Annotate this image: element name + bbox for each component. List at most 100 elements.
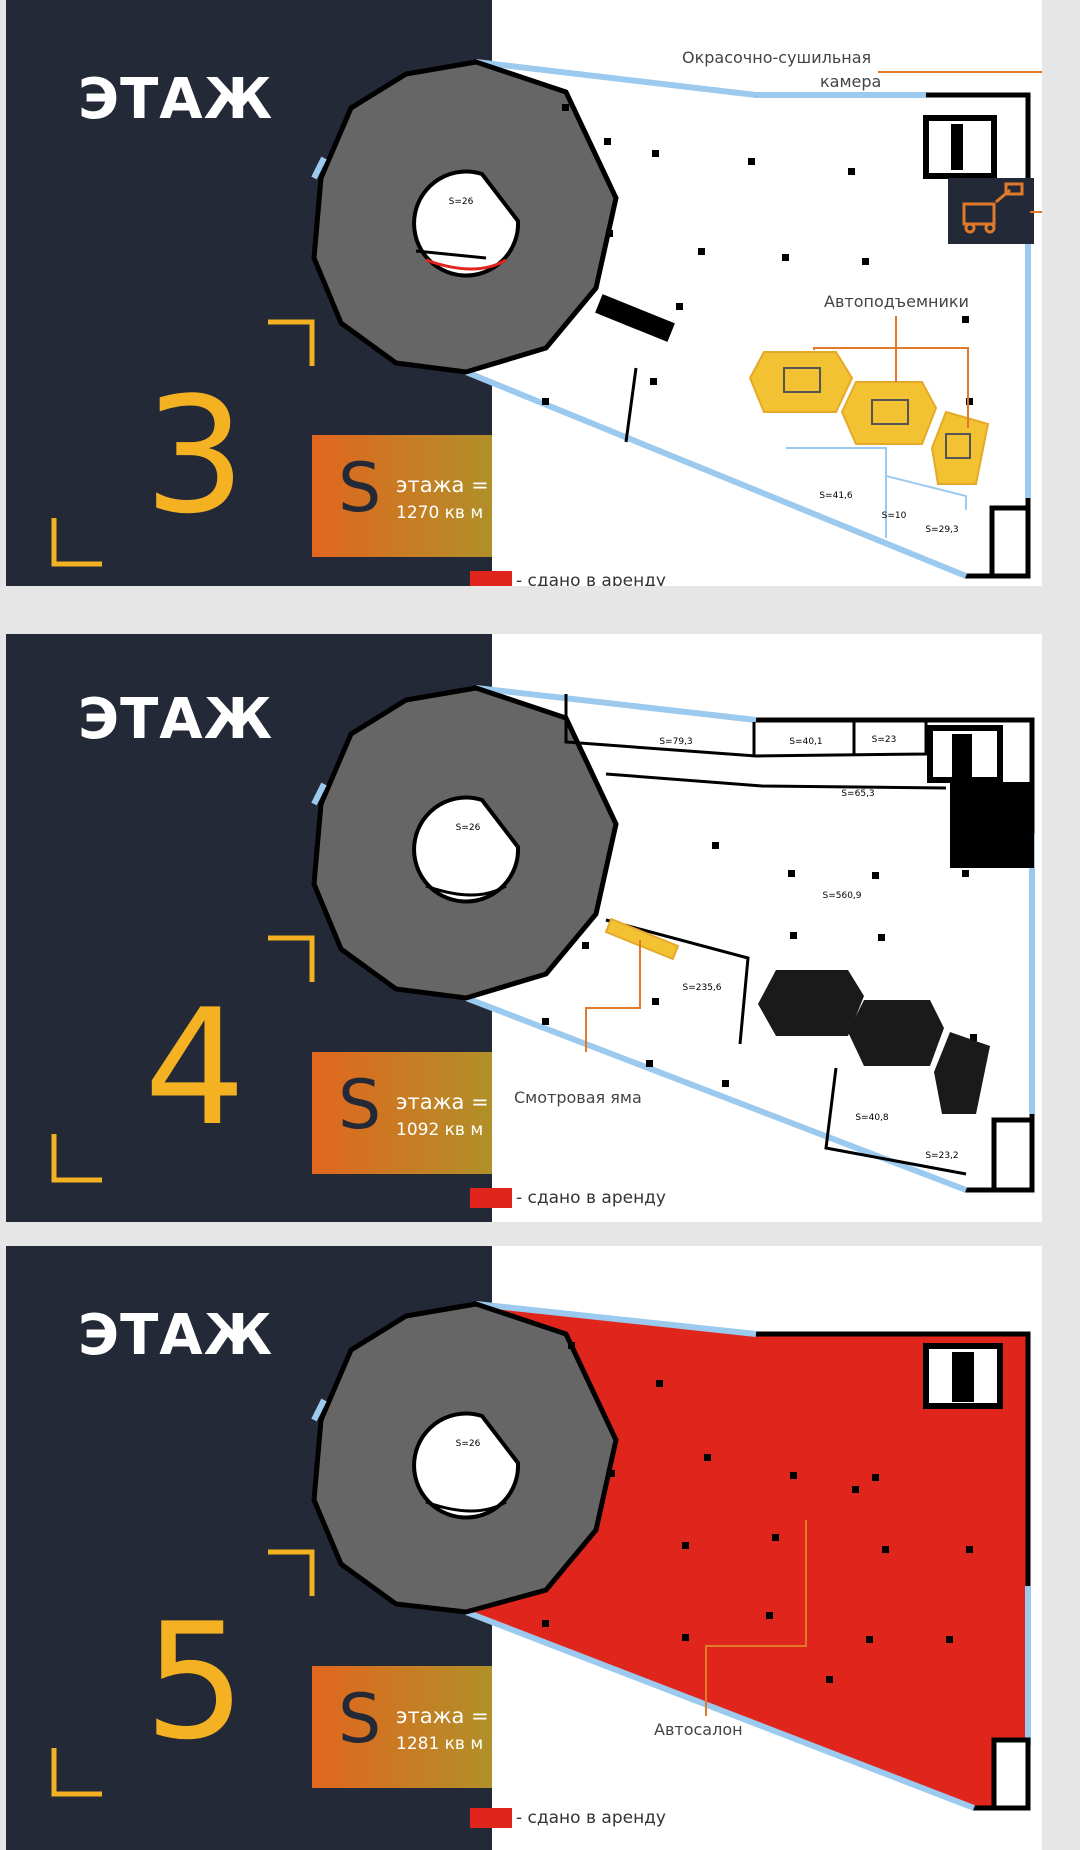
floor-4-glass-top [475,685,757,723]
floor-5-number: 5 [144,1588,246,1775]
floor-5-corner-tr [268,1549,315,1596]
floor-3-area-2: S=10 [882,511,907,521]
floor-3-area-box: S этажа = 1270 кв м [312,435,492,557]
floor-3-callout-line-lifts [813,347,969,428]
floor-5-spiral-core [412,1411,521,1520]
floor-4-panel: S=26 S=79,3 S=40,1 S=23 S=65,3 S=560,9 S… [6,634,1042,1222]
floor-5-panel: S=26 ЭТАЖ 5 S этажа = 1281 кв м - сдано … [6,1246,1042,1850]
floor-3-spiral-glass [311,156,327,180]
floor-5-corner-bl [51,1748,102,1797]
floor-4-legend: - сдано в аренду [470,1188,666,1208]
floor-4-spiral-core [412,795,521,904]
floor-3-legend-text: - сдано в аренду [516,571,666,586]
floor-5-plan: S=26 [51,1301,1031,1811]
floor-3-core-line [415,249,487,260]
floor-3-core-arrow [425,258,507,271]
floor-3-number: 3 [144,362,246,549]
floor-4-area-center: S=26 [456,823,481,833]
floor-3-columns [542,104,973,405]
floor-5-core-arrow [425,1500,507,1513]
floor-4-title: ЭТАЖ [78,687,274,752]
floor-3-legend: - сдано в аренду [470,571,666,586]
floor-4-callout-line-pit [585,940,641,1052]
floor-3-wall [624,367,638,443]
floor-4-area-3: S=23 [872,735,897,745]
floor-4-s-label: этажа = [396,1090,489,1114]
floor-4-plan: S=26 S=79,3 S=40,1 S=23 S=65,3 S=560,9 S… [51,685,1035,1193]
floor-3-corner-bl [51,518,102,567]
floor-3-lift-icons [783,367,971,459]
floor-4-callout-pit: Смотровая яма [514,1088,642,1107]
floor-3-stair [989,505,1031,579]
floor-4-core-arrow [425,884,507,897]
floor-5-glass-top [475,1301,757,1337]
floor-5-s-label: этажа = [396,1704,489,1728]
rented-swatch [470,571,512,586]
floor-3-s-label: этажа = [396,473,489,497]
floor-3-paint-booth-icon [962,182,1024,234]
floor-5-area-center: S=26 [456,1439,481,1449]
floor-5-glass-bottom [464,1609,976,1811]
floor-4-s-value: 1092 кв м [396,1120,484,1140]
floor-4-area-8: S=23,2 [925,1151,958,1161]
floor-4-legend-text: - сдано в аренду [516,1188,666,1208]
floor-4-columns [542,842,977,1087]
floor-4-area-1: S=79,3 [659,737,692,747]
floor-5-s-letter: S [338,1680,382,1759]
floor-3-glass-bottom [464,369,968,579]
floor-3-lift-2 [840,381,938,445]
floor-3-callout-line-booth [878,71,1042,213]
floor-4-corner-tr [268,935,315,982]
floor-4-bottom-rooms [824,1067,967,1176]
floor-4-area-7: S=40,8 [855,1113,889,1123]
floor-4-area-2: S=40,1 [789,737,822,747]
floor-3-callout-booth-2: камера [820,72,882,91]
floor-4-stair [991,1117,1035,1193]
floor-3-lift-1 [748,351,854,413]
floor-4-number: 4 [144,974,246,1161]
floor-3-area-1: S=41,6 [819,491,853,501]
floor-5-callout-salon: Автосалон [654,1720,743,1739]
floor-3-room-ur-fill [951,124,963,170]
floor-5-spiral-glass [311,1398,327,1422]
floor-3-callout-booth-1: Окрасочно-сушильная [682,48,872,67]
floor-3-glass-top [475,59,757,98]
floor-5-legend: - сдано в аренду [470,1808,666,1828]
floor-5-columns [542,1342,973,1683]
floor-4-area-box: S этажа = 1092 кв м [312,1052,492,1174]
floor-3-corner-tr [268,319,315,366]
floor-4-area-4: S=65,3 [841,789,874,799]
floor-5-area-box: S этажа = 1281 кв м [312,1666,492,1788]
floor-4-top-rooms [564,694,928,758]
floor-4-spiral-glass [311,782,327,806]
floor-3-area-center: S=26 [449,197,474,207]
floor-3-s-value: 1270 кв м [396,503,484,523]
floor-5-title: ЭТАЖ [78,1303,274,1368]
floor-4-corner-bl [51,1134,102,1183]
floor-3-black-block [595,294,675,342]
floor-4-lift-3 [934,1032,990,1114]
floor-3-s-letter: S [338,449,382,528]
floor-4-lift-2 [848,1000,944,1066]
floor-4-area-6: S=235,6 [682,983,721,993]
floor-3-panel: S=26 S=41,6 S=10 S=29, [6,0,1042,586]
floor-4-corridor [605,772,947,790]
floor-5-legend-text: - сдано в аренду [516,1808,666,1828]
floor-4-s-letter: S [338,1066,382,1145]
floor-3-title: ЭТАЖ [78,67,274,132]
rented-swatch [470,1808,512,1828]
floor-4-lift-1 [758,970,864,1036]
floor-5-callout-line-salon [705,1520,807,1716]
floor-3-callout-lifts: Автоподъемники [824,292,969,311]
floor-3-lift-3 [930,410,990,485]
floor-4-room-ur-fill [952,734,972,780]
floor-4-black-block [950,782,1034,868]
floor-4-area-5: S=560,9 [822,891,861,901]
floor-4-wall [605,918,750,1045]
floor-3-area-3: S=29,3 [925,525,958,535]
floor-5-stair [991,1737,1031,1811]
rented-swatch [470,1188,512,1208]
floor-5-s-value: 1281 кв м [396,1734,484,1754]
floor-3-plan: S=26 S=41,6 S=10 S=29, [51,59,1042,579]
floor-5-room-ur-fill [952,1352,974,1402]
